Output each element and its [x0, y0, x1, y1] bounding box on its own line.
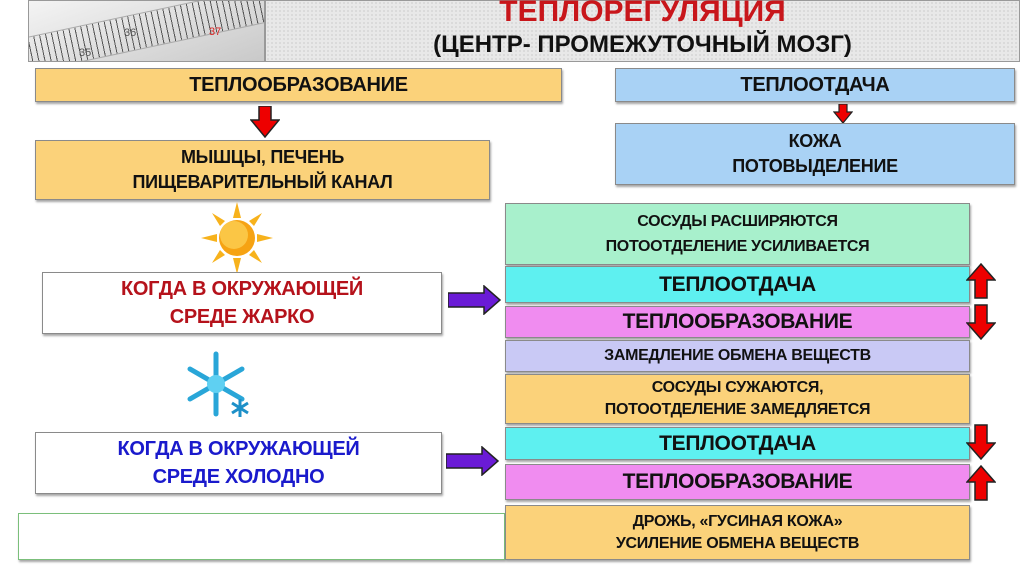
hot-condition-box: КОГДА В ОКРУЖАЮЩЕЙ СРЕДЕ ЖАРКО	[42, 272, 442, 334]
arrow-down-icon	[966, 304, 996, 340]
shivering-box: ДРОЖЬ, «ГУСИНАЯ КОЖА» УСИЛЕНИЕ ОБМЕНА ВЕЩ…	[505, 505, 970, 560]
vessels-dilate-box: СОСУДЫ РАСШИРЯЮТСЯ ПОТООТДЕЛЕНИЕ УСИЛИВАЕ…	[505, 203, 970, 265]
text-line: ПОТООТДЕЛЕНИЕ УСИЛИВАЕТСЯ	[605, 238, 870, 255]
arrow-up-icon	[966, 263, 996, 299]
vessels-constrict-box: СОСУДЫ СУЖАЮТСЯ, ПОТООТДЕЛЕНИЕ ЗАМЕДЛЯЕТС…	[505, 374, 970, 424]
label: ТЕПЛООТДАЧА	[740, 73, 890, 96]
arrow-right-icon	[446, 446, 500, 476]
text-line: СОСУДЫ СУЖАЮТСЯ,	[651, 379, 824, 396]
arrow-down-icon	[966, 424, 996, 460]
sun-icon	[201, 202, 273, 274]
text-line: УСИЛЕНИЕ ОБМЕНА ВЕЩЕСТВ	[615, 534, 860, 552]
heat-production-up-box: ТЕПЛООБРАЗОВАНИЕ	[505, 464, 970, 500]
arrow-down-icon	[250, 106, 280, 138]
thermometer-image: 35 36 37	[28, 0, 265, 62]
arrow-right-icon	[448, 285, 502, 315]
text-line: КОЖА	[788, 131, 842, 151]
text-line: КОГДА В ОКРУЖАЮЩЕЙ	[121, 278, 363, 300]
page-title: ТЕПЛОРЕГУЛЯЦИЯ	[499, 0, 786, 28]
label: ЗАМЕДЛЕНИЕ ОБМЕНА ВЕЩЕСТВ	[604, 347, 871, 364]
text-line: МЫШЦЫ, ПЕЧЕНЬ	[180, 147, 345, 167]
tick-label: 37	[209, 26, 222, 38]
text-line: ДРОЖЬ, «ГУСИНАЯ КОЖА»	[632, 512, 843, 530]
text-line: СРЕДЕ ЖАРКО	[169, 306, 315, 328]
label: ТЕПЛООБРАЗОВАНИЕ	[622, 470, 853, 493]
text-line: ПОТОВЫДЕЛЕНИЕ	[732, 156, 898, 176]
snowflake-icon	[187, 351, 249, 417]
tick-label: 36	[124, 27, 137, 39]
heat-loss-box: ТЕПЛООТДАЧА	[615, 68, 1015, 102]
title-box: ТЕПЛОРЕГУЛЯЦИЯ (ЦЕНТР- ПРОМЕЖУТОЧНЫЙ МОЗ…	[265, 0, 1020, 62]
arrow-up-icon	[966, 465, 996, 501]
page-subtitle: (ЦЕНТР- ПРОМЕЖУТОЧНЫЙ МОЗГ)	[433, 31, 852, 58]
text-line: СРЕДЕ ХОЛОДНО	[152, 466, 325, 488]
label: ТЕПЛООТДАЧА	[659, 272, 816, 296]
arrow-down-icon	[833, 104, 853, 124]
heat-loss-up-box: ТЕПЛООТДАЧА	[505, 266, 970, 303]
text-line: ПОТООТДЕЛЕНИЕ ЗАМЕДЛЯЕТСЯ	[604, 401, 871, 418]
label: ТЕПЛООБРАЗОВАНИЕ	[189, 73, 408, 96]
label: ТЕПЛООТДАЧА	[659, 431, 816, 455]
text-line: КОГДА В ОКРУЖАЮЩЕЙ	[117, 438, 360, 460]
label: ТЕПЛООБРАЗОВАНИЕ	[622, 310, 853, 333]
text-line: СОСУДЫ РАСШИРЯЮТСЯ	[637, 213, 838, 230]
heat-production-box: ТЕПЛООБРАЗОВАНИЕ	[35, 68, 562, 102]
text-line: ПИЩЕВАРИТЕЛЬНЫЙ КАНАЛ	[132, 172, 393, 192]
skin-box: КОЖА ПОТОВЫДЕЛЕНИЕ	[615, 123, 1015, 185]
cold-condition-box: КОГДА В ОКРУЖАЮЩЕЙ СРЕДЕ ХОЛОДНО	[35, 432, 442, 494]
heat-loss-down-box: ТЕПЛООТДАЧА	[505, 427, 970, 460]
tick-label: 35	[79, 47, 92, 59]
organs-box: МЫШЦЫ, ПЕЧЕНЬ ПИЩЕВАРИТЕЛЬНЫЙ КАНАЛ	[35, 140, 490, 200]
metabolism-slow-box: ЗАМЕДЛЕНИЕ ОБМЕНА ВЕЩЕСТВ	[505, 340, 970, 372]
heat-production-down-box: ТЕПЛООБРАЗОВАНИЕ	[505, 306, 970, 338]
empty-box	[18, 513, 505, 560]
